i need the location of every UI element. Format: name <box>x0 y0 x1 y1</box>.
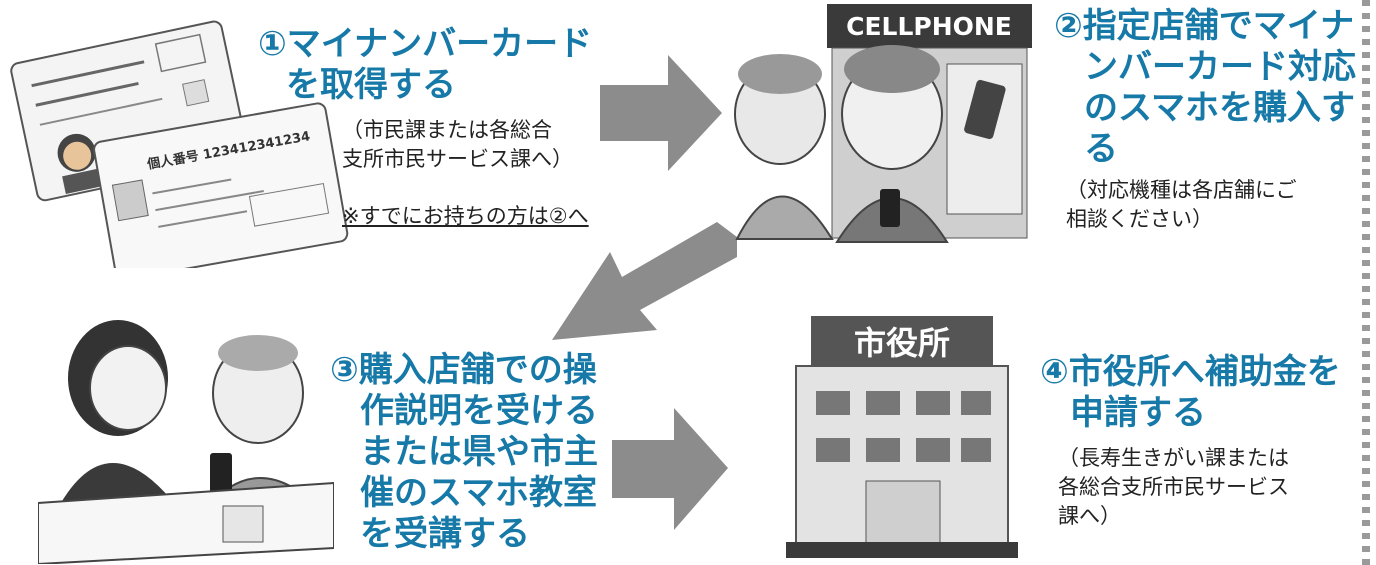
step3-title-line4: 催のスマホ教室 <box>360 473 597 513</box>
step3-title-line1: ③購入店舗での操 <box>330 350 597 390</box>
step2-title-line4: る <box>1084 129 1118 169</box>
step1-extra-note: ※すでにお持ちの方は②へ <box>342 204 589 228</box>
arrow-right-bottom <box>612 408 728 530</box>
step3-title-line3: または県や市主 <box>360 432 598 472</box>
step1-note-line2: 支所市民サービス課へ） <box>342 147 573 171</box>
step1-title: ①マイナンバーカード を取得する <box>258 24 592 106</box>
step4-title-line1: ④市役所へ補助金を <box>1040 352 1341 392</box>
step2-title: ②指定店舗でマイナ ンバーカード対応 のスマホを購入す る <box>1054 6 1356 170</box>
step4-note-line2: 各総合支所市民サービス <box>1058 475 1289 499</box>
arrow-diagonal-down-left <box>552 222 737 340</box>
step4-note: （長寿生きがい課または 各総合支所市民サービス 課へ） <box>1058 444 1289 531</box>
step4-title-line2: 申請する <box>1070 393 1206 433</box>
dotted-border <box>1362 0 1370 565</box>
shop-sign-text: CELLPHONE <box>846 12 1012 41</box>
step2-title-line3: のスマホを購入す <box>1084 88 1355 128</box>
step1-title-line1: ①マイナンバーカード <box>258 24 593 64</box>
step2-note-line2: 相談ください） <box>1066 207 1213 231</box>
step3-title-line5: を受講する <box>360 514 530 554</box>
step4-title: ④市役所へ補助金を 申請する <box>1040 352 1341 434</box>
city-hall-illustration: 市役所 <box>786 316 1018 558</box>
step1-note: （市民課または各総合 支所市民サービス課へ） <box>342 116 573 174</box>
city-hall-sign-text: 市役所 <box>854 324 950 362</box>
step2-title-line1: ②指定店舗でマイナ <box>1054 6 1355 46</box>
cellphone-shop-illustration: CELLPHONE <box>734 4 1032 243</box>
step2-note-line1: （対応機種は各店舗にご <box>1066 178 1297 202</box>
step4-note-line1: （長寿生きがい課または <box>1058 446 1289 470</box>
arrow-right-top <box>600 55 722 171</box>
step2-note: （対応機種は各店舗にご 相談ください） <box>1066 176 1297 234</box>
step3-title: ③購入店舗での操 作説明を受ける または県や市主 催のスマホ教室 を受講する <box>330 350 598 555</box>
my-number-card-illustration: 個人番号 123412341234 <box>10 20 349 268</box>
smartphone-lesson-illustration <box>38 320 334 564</box>
step2-title-line2: ンバーカード対応 <box>1084 47 1356 87</box>
step3-title-line2: 作説明を受ける <box>360 391 598 431</box>
step1-note-line1: （市民課または各総合 <box>342 118 552 142</box>
step1-title-line2: を取得する <box>286 65 456 105</box>
step4-note-line3: 課へ） <box>1058 504 1121 528</box>
